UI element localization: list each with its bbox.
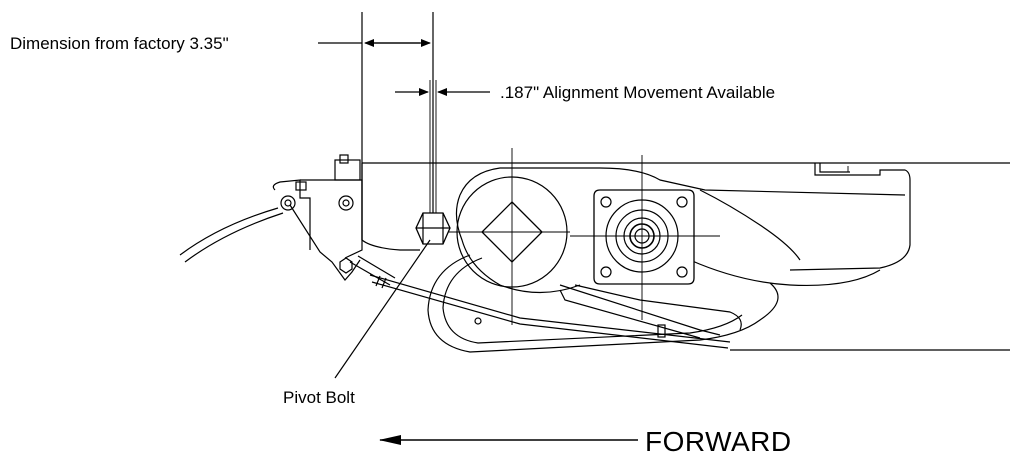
- pivot-bolt-hex: [415, 212, 451, 245]
- alignment-movement-label: .187" Alignment Movement Available: [500, 83, 775, 102]
- adjustment-rod: [369, 274, 731, 349]
- forward-label: FORWARD: [645, 426, 792, 457]
- pivot-bolt-leader: [334, 239, 431, 379]
- factory-dimension-label: Dimension from factory 3.35": [10, 34, 229, 53]
- pivot-bolt-label: Pivot Bolt: [283, 388, 355, 407]
- lower-arm: [427, 254, 779, 353]
- bearing-flange: [570, 155, 720, 320]
- cable: [179, 207, 284, 263]
- arm-housing: [455, 167, 906, 294]
- pivot-hub: [440, 148, 570, 325]
- dimension-extension-lines: [361, 12, 437, 215]
- side-bracket: [272, 154, 396, 286]
